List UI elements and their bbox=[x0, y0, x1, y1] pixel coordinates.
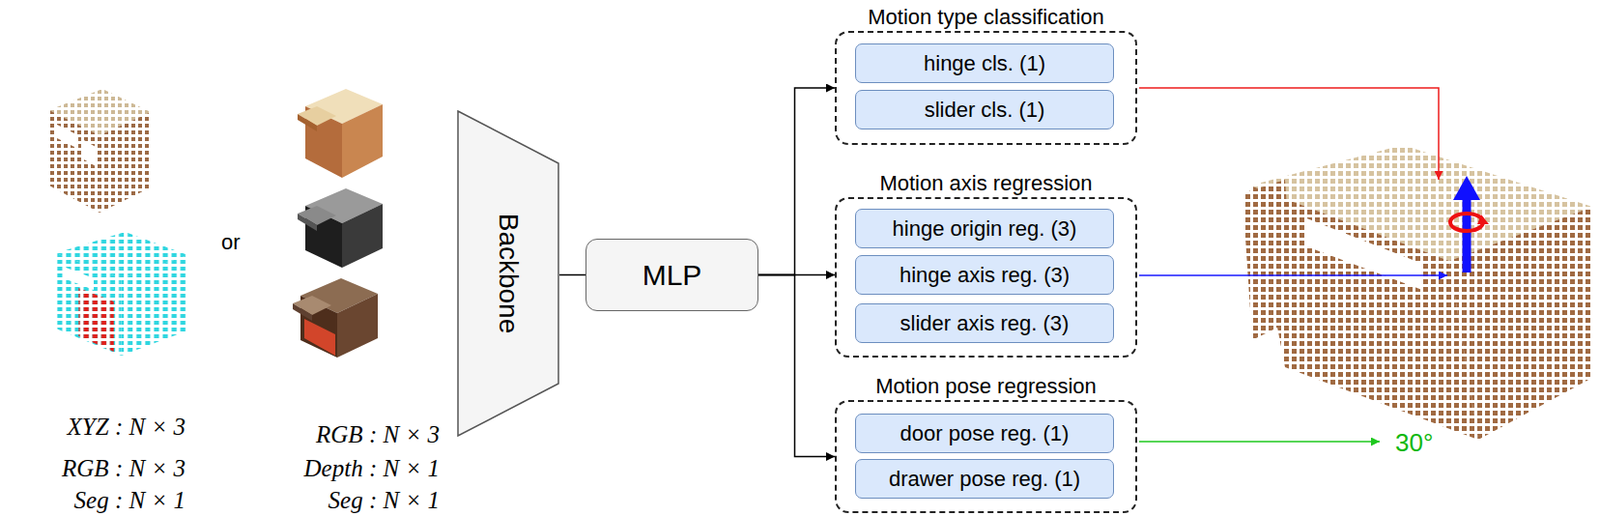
node-label: door pose reg. (1) bbox=[900, 421, 1070, 447]
segmentation-render bbox=[292, 303, 313, 321]
segmentation-render bbox=[292, 278, 378, 358]
input-dimension: Depth : N × 1 bbox=[304, 454, 440, 483]
point-cloud bbox=[49, 110, 100, 213]
connector bbox=[559, 274, 586, 277]
input-dimension: RGB : N × 3 bbox=[61, 454, 186, 483]
input-dimension: XYZ : N × 3 bbox=[67, 412, 186, 441]
output-point-cloud bbox=[1242, 144, 1593, 440]
node-label: slider axis reg. (3) bbox=[900, 311, 1070, 337]
node-label: Backbone bbox=[492, 213, 524, 335]
output-point-cloud bbox=[1462, 198, 1472, 273]
node-label: slider cls. (1) bbox=[924, 97, 1046, 123]
node-label: MLP bbox=[642, 258, 703, 292]
segmented-point-cloud bbox=[56, 231, 189, 356]
backbone-trapezoid: Backbone bbox=[457, 110, 560, 437]
output-head-box: slider cls. (1) bbox=[855, 89, 1115, 130]
output-point-cloud bbox=[1242, 179, 1295, 341]
trapezoid-outline bbox=[457, 111, 559, 436]
output-head-box: hinge axis reg. (3) bbox=[855, 255, 1115, 295]
segmented-point-cloud bbox=[56, 253, 122, 356]
depth-render bbox=[297, 188, 383, 268]
rgb-render bbox=[342, 104, 383, 178]
leader-lines bbox=[1139, 274, 1448, 277]
group-heading: Motion pose regression bbox=[875, 373, 1097, 400]
group-heading: Motion axis regression bbox=[879, 171, 1092, 197]
point-cloud bbox=[49, 88, 151, 213]
segmented-point-cloud bbox=[78, 287, 114, 352]
leader-lines bbox=[1139, 440, 1380, 443]
separator-word: or bbox=[221, 229, 241, 255]
group-box: Motion axis regressionhinge origin reg. … bbox=[834, 197, 1138, 358]
angle-value: 30° bbox=[1395, 428, 1433, 458]
connector bbox=[758, 87, 835, 276]
rgb-render bbox=[297, 114, 317, 132]
group-heading: Motion type classification bbox=[867, 4, 1105, 30]
node-label: hinge cls. (1) bbox=[923, 51, 1046, 77]
point-cloud bbox=[55, 123, 79, 149]
point-cloud bbox=[82, 139, 96, 167]
connector bbox=[758, 275, 835, 458]
input-dimension: RGB : N × 3 bbox=[315, 420, 440, 449]
output-head-box: drawer pose reg. (1) bbox=[855, 458, 1115, 499]
segmentation-render bbox=[337, 293, 378, 358]
output-head-box: door pose reg. (1) bbox=[855, 413, 1115, 454]
input-dimension: Seg : N × 1 bbox=[74, 485, 186, 515]
rgb-render bbox=[297, 88, 383, 178]
leader-lines bbox=[1139, 87, 1448, 442]
segmented-point-cloud bbox=[63, 266, 94, 290]
depth-render bbox=[342, 203, 383, 268]
leader-lines bbox=[1139, 87, 1439, 180]
process-box: MLP bbox=[585, 238, 759, 312]
group-box: Motion pose regressiondoor pose reg. (1)… bbox=[834, 400, 1138, 514]
output-point-cloud bbox=[1453, 175, 1481, 200]
point-cloud bbox=[99, 112, 151, 213]
node-label: hinge axis reg. (3) bbox=[899, 262, 1070, 288]
input-dimension: Seg : N × 1 bbox=[328, 485, 440, 515]
output-head-box: hinge origin reg. (3) bbox=[855, 208, 1115, 249]
group-box: Motion type classificationhinge cls. (1)… bbox=[834, 30, 1138, 145]
output-point-cloud bbox=[1304, 217, 1423, 290]
segmented-point-cloud bbox=[121, 255, 189, 356]
node-label: drawer pose reg. (1) bbox=[888, 466, 1081, 492]
node-label: hinge origin reg. (3) bbox=[892, 216, 1078, 242]
segmentation-render bbox=[304, 318, 336, 356]
output-head-box: slider axis reg. (3) bbox=[855, 303, 1115, 343]
depth-render bbox=[297, 213, 317, 231]
output-head-box: hinge cls. (1) bbox=[855, 43, 1115, 84]
output-point-cloud bbox=[1477, 214, 1489, 225]
